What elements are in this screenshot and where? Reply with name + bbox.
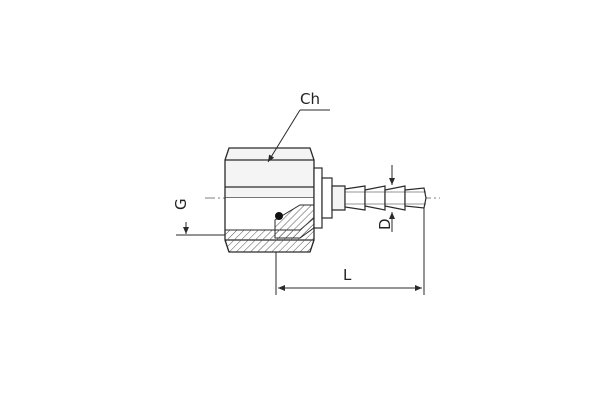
hex-size-label: Ch: [300, 90, 320, 108]
collar: [313, 167, 346, 229]
ch-leader: [267, 109, 330, 163]
g-dimension: [176, 222, 225, 236]
section-hatch: [224, 204, 323, 253]
hose-barb: [344, 185, 427, 211]
thread-label: G: [172, 198, 190, 210]
length-label: L: [343, 266, 352, 284]
barb-diameter-label: D: [376, 218, 394, 230]
l-dimension: [275, 208, 425, 295]
o-ring: [275, 212, 283, 220]
